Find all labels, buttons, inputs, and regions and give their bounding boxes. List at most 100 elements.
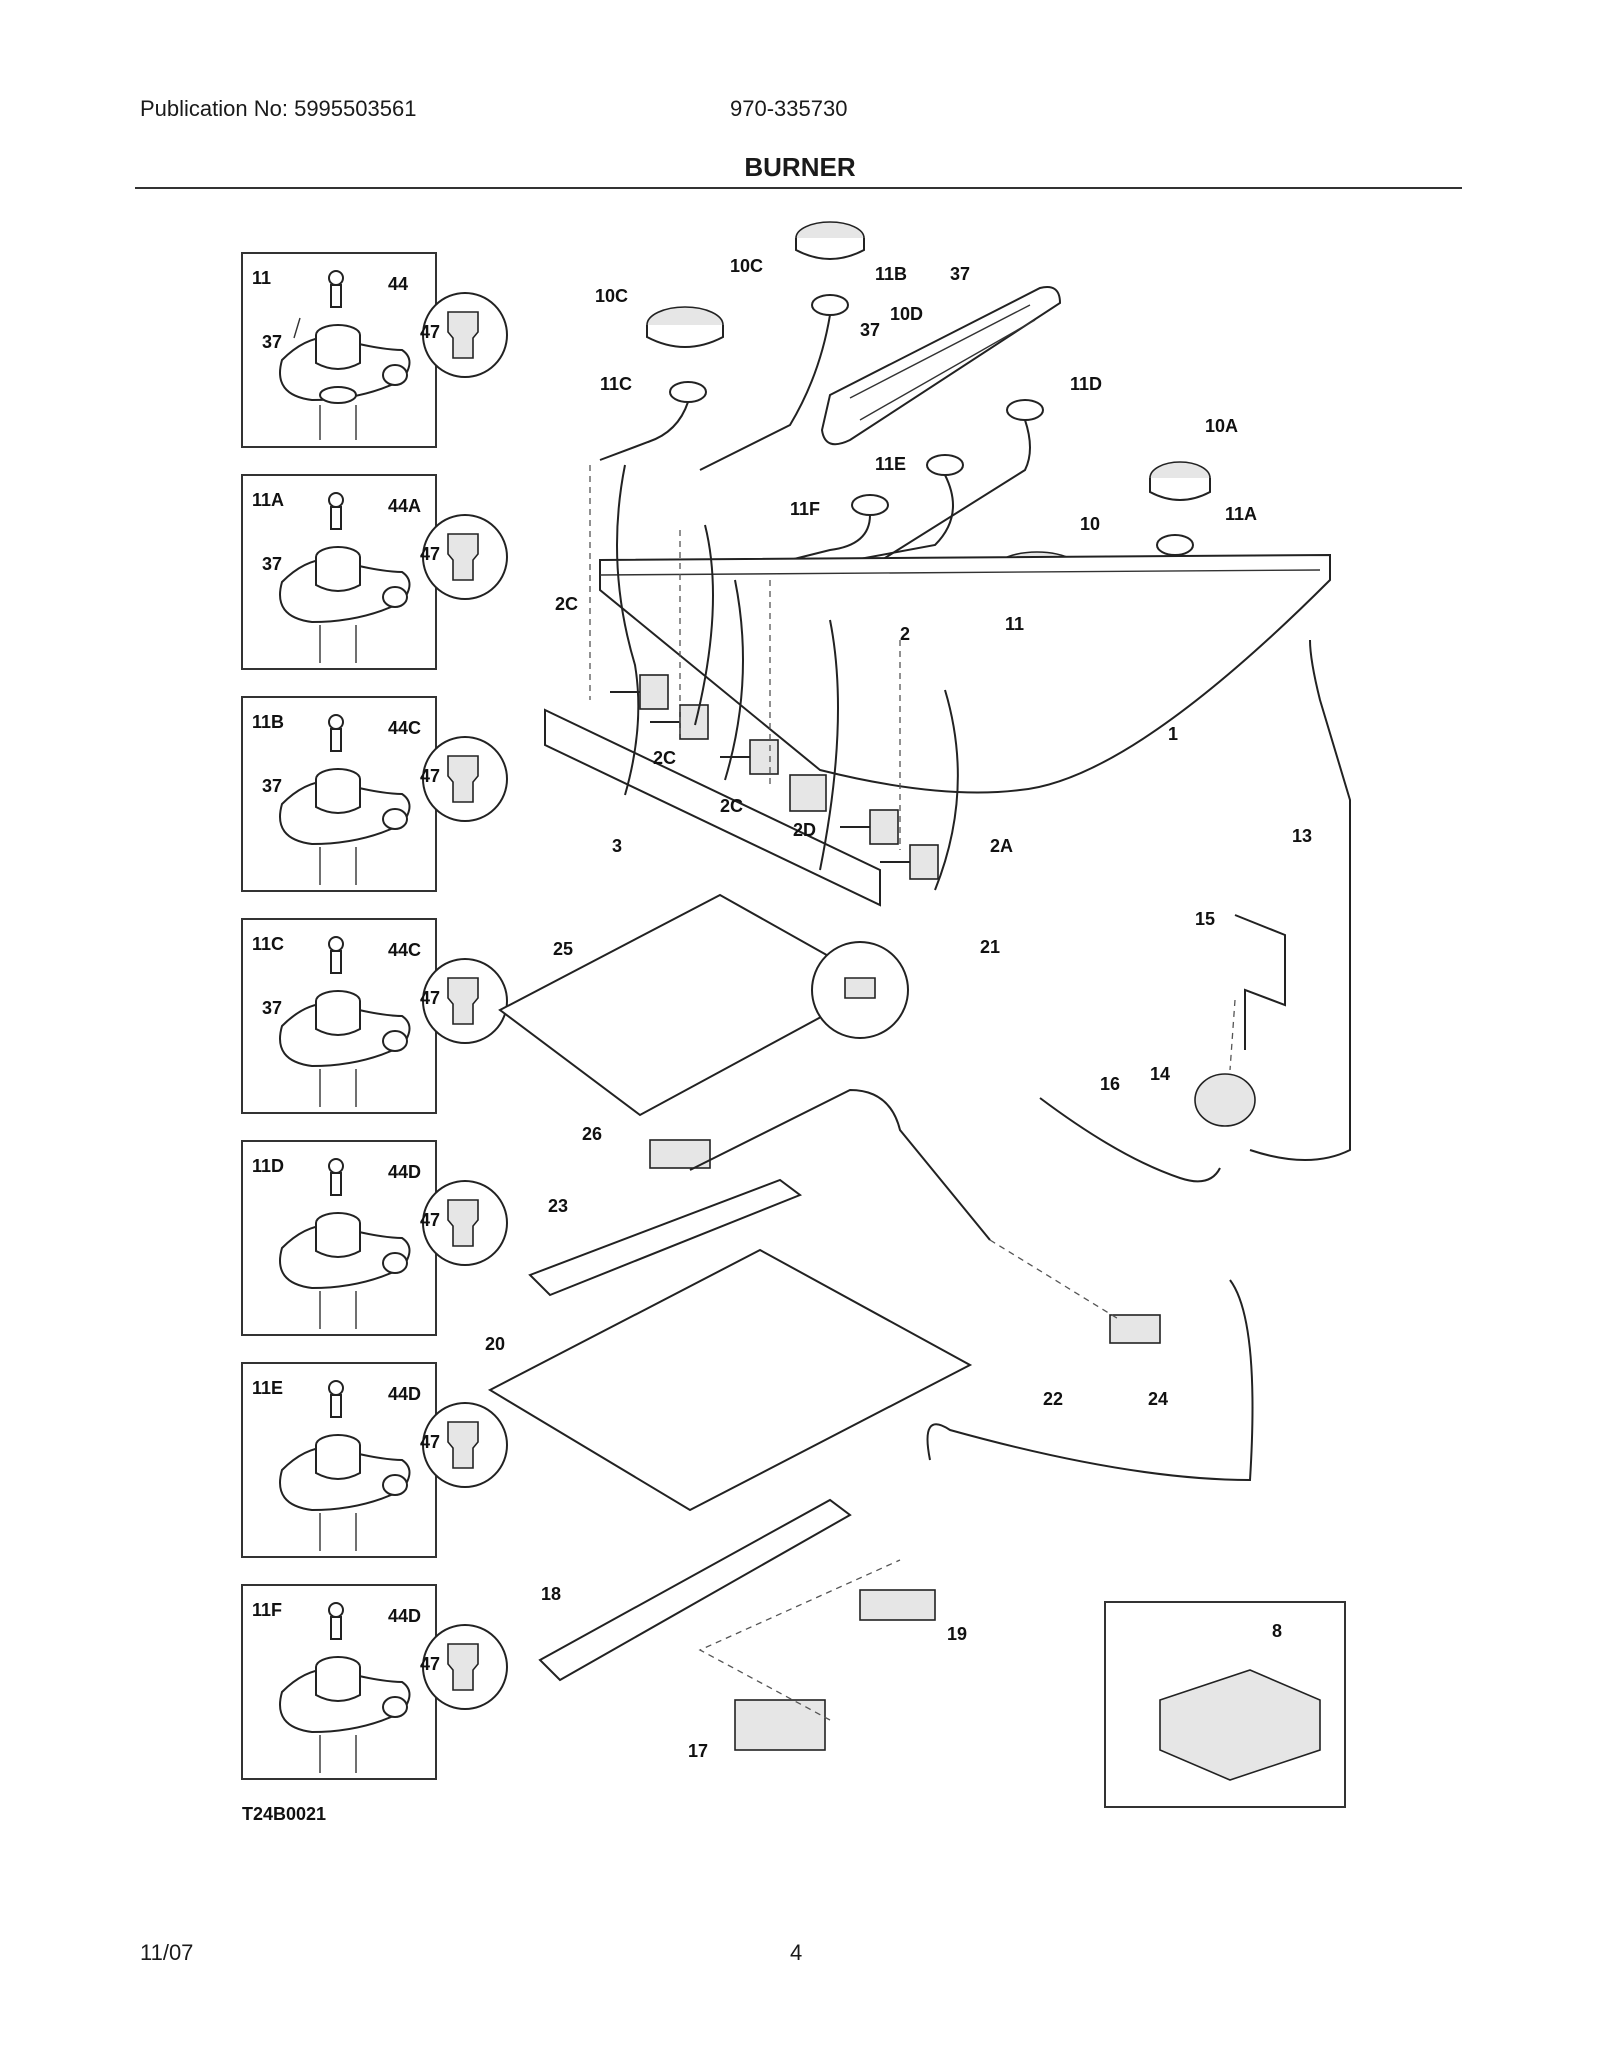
inset-11C: 11C 44C 37 47 [241, 918, 508, 1114]
svg-text:11D: 11D [252, 1156, 284, 1176]
burner-cap-10A [1149, 461, 1211, 501]
svg-text:44C: 44C [388, 940, 421, 960]
callout-18: 18 [541, 1584, 561, 1604]
callout-11C: 11C [600, 374, 632, 394]
callout-2C: 2C [653, 748, 676, 768]
burner-head-11C [599, 381, 707, 461]
callout-10C: 10C [730, 256, 763, 276]
burner-head-11B [699, 294, 849, 471]
callout-20: 20 [485, 1334, 505, 1354]
svg-text:37: 37 [262, 776, 282, 796]
callout-22: 22 [1043, 1389, 1063, 1409]
svg-text:11B: 11B [252, 712, 284, 732]
callout-2: 2 [900, 624, 910, 644]
inset-11D: 11D 44D 47 [241, 1140, 508, 1336]
gas-pipe-13 [1249, 639, 1351, 1161]
burner-head-icon [279, 936, 411, 1107]
svg-text:44D: 44D [388, 1384, 421, 1404]
callout-11A: 11A [1225, 504, 1257, 524]
valve-2C-b [650, 704, 709, 740]
svg-text:47: 47 [420, 544, 440, 564]
orifice-icon [447, 533, 479, 581]
svg-text:44D: 44D [388, 1606, 421, 1626]
callout-13: 13 [1292, 826, 1312, 846]
valve-bracket [544, 708, 881, 907]
page-title: BURNER [744, 152, 856, 182]
valve-2C-a [610, 674, 669, 710]
oven-thermostat-17 [734, 1699, 826, 1751]
callout-11F: 11F [790, 499, 820, 519]
callout-10A: 10A [1205, 416, 1238, 436]
spark-module-icon [1159, 1669, 1321, 1781]
burner-head-icon [279, 1602, 411, 1773]
burner-cap-10C-left [646, 306, 724, 348]
inset-label: 11 [252, 268, 271, 288]
callout-10C: 10C [595, 286, 628, 306]
pressure-regulator [1194, 1073, 1256, 1127]
inset-11B: 11B 44C 37 47 [241, 696, 508, 892]
callout-10: 10 [1080, 514, 1100, 534]
orifice-icon [447, 1199, 479, 1247]
orifice-icon [447, 1421, 479, 1469]
inset-11: 11 44 37 47 [241, 252, 508, 448]
footer-date: 11/07 [140, 1940, 194, 1965]
oven-baffle-20 [487, 1248, 973, 1512]
valve-2A [880, 844, 939, 880]
svg-text:47: 47 [420, 766, 440, 786]
callout-19: 19 [947, 1624, 967, 1644]
nut-icon [844, 977, 876, 999]
orifice-icon [447, 311, 479, 359]
figure-code: T24B0021 [242, 1804, 326, 1824]
orifice-icon [447, 755, 479, 803]
svg-text:44D: 44D [388, 1162, 421, 1182]
gas-pipe-22 [926, 1279, 1254, 1482]
callout-11B: 11B [875, 264, 907, 284]
burner-head-11E [799, 454, 964, 571]
ignition-wire [724, 579, 744, 781]
regulator-tube [1039, 1097, 1221, 1183]
inset-11F: 11F 44D 47 [241, 1584, 508, 1780]
callout-24: 24 [1148, 1389, 1168, 1409]
ignition-wire [934, 689, 959, 891]
burner-cap-10C-top [795, 221, 865, 260]
ignition-wire [616, 464, 640, 796]
orifice-icon [447, 977, 479, 1025]
model-number: 970-335730 [730, 96, 848, 121]
callout-11D: 11D [1070, 374, 1102, 394]
burner-head-11F [789, 494, 889, 561]
safety-valve-24 [1109, 1314, 1161, 1344]
footer-page-number: 4 [790, 1940, 803, 1965]
oven-burner-tube [689, 1088, 991, 1241]
burner-head-icon [279, 1380, 411, 1551]
callout-15: 15 [1195, 909, 1215, 929]
svg-text:37: 37 [262, 554, 282, 574]
inset-part-label: 44 [388, 274, 408, 294]
callout-26: 26 [582, 1124, 602, 1144]
burner-bracket-18 [538, 1498, 852, 1682]
svg-text:47: 47 [420, 988, 440, 1008]
callout-37: 37 [950, 264, 970, 284]
burner-head-11D [849, 399, 1044, 581]
callout-2C: 2C [720, 796, 743, 816]
svg-text:47: 47 [420, 1654, 440, 1674]
orifice-icon [447, 1643, 479, 1691]
callout-16: 16 [1100, 1074, 1120, 1094]
callout-2D: 2D [793, 820, 816, 840]
callout-25: 25 [553, 939, 573, 959]
svg-text:47: 47 [420, 1432, 440, 1452]
svg-text:11F: 11F [252, 1600, 282, 1620]
svg-text:44A: 44A [388, 496, 421, 516]
bridge-burner-10D [820, 286, 1062, 446]
callout-8: 8 [1272, 1621, 1282, 1641]
callout-11E: 11E [875, 454, 906, 474]
svg-text:11C: 11C [252, 934, 284, 954]
svg-text:44C: 44C [388, 718, 421, 738]
title-rule [135, 187, 1462, 189]
inset-spark-module [1104, 1601, 1346, 1808]
callout-17: 17 [688, 1741, 708, 1761]
valve-2C-c [720, 739, 779, 775]
inset-11A: 11A 44A 37 47 [241, 474, 508, 670]
inset-screw-label: 37 [262, 332, 282, 352]
callout-37: 37 [860, 320, 880, 340]
manifold-pipe [599, 553, 1331, 794]
